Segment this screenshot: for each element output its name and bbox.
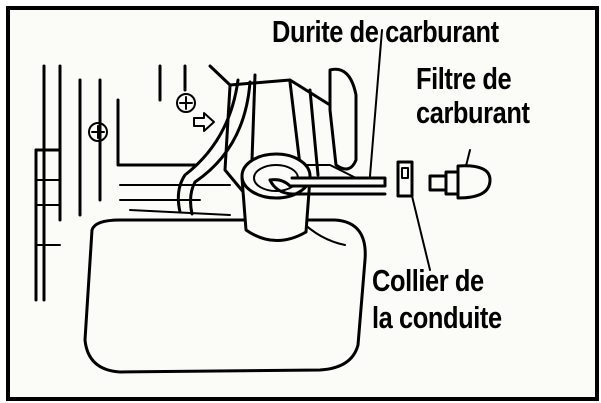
line-clamp bbox=[396, 160, 431, 271]
direction-arrow-icon bbox=[193, 112, 215, 132]
phillips-screw-icon bbox=[88, 122, 108, 142]
fuel-tank bbox=[83, 218, 367, 374]
fuel-filter bbox=[428, 149, 492, 200]
fuel-hoses bbox=[176, 78, 252, 216]
fuel-line-label: Durite de carburant bbox=[272, 14, 499, 49]
tank-neck bbox=[240, 152, 312, 242]
line-clamp-leader bbox=[411, 195, 431, 271]
fuel-filter-label-line1: Filtre de bbox=[416, 61, 512, 96]
phillips-screw-icon bbox=[176, 93, 196, 113]
line-clamp-label: Collier de la conduite bbox=[372, 262, 502, 336]
fuel-filter-label: Filtre de carburant bbox=[416, 62, 530, 130]
fuel-line-leader bbox=[369, 29, 383, 177]
fuel-filter-label-line2: carburant bbox=[416, 95, 530, 130]
fuel-line bbox=[268, 29, 387, 196]
line-clamp-label-line1: Collier de bbox=[372, 263, 484, 298]
line-clamp-label-line2: la conduite bbox=[372, 300, 502, 335]
fuel-filter-leader bbox=[465, 149, 471, 167]
